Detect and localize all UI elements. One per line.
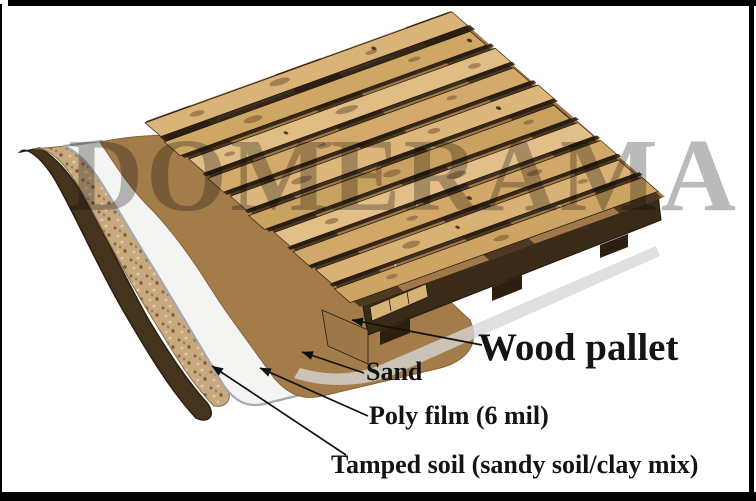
- slat-end-seams: [388, 291, 410, 312]
- pallet-side-faces: [321, 193, 662, 365]
- pallet-slat-end-faces: [369, 283, 429, 322]
- leader-lines: [211, 317, 483, 456]
- label-sand: Sand: [366, 357, 423, 386]
- frame-border-top: [8, 0, 756, 6]
- label-wood-pallet: Wood pallet: [478, 326, 679, 369]
- wood-grain-spots: [189, 49, 589, 279]
- pallet-deck: [144, 11, 665, 307]
- leader-line-wood-pallet: [351, 317, 483, 346]
- wood-knots: [283, 38, 502, 229]
- leader-line-tamped-soil: [211, 365, 347, 456]
- leader-line-sand: [301, 351, 365, 374]
- leader-line-poly-film: [259, 367, 369, 417]
- frame-border-bottom: [0, 492, 756, 501]
- gap-shadows: [159, 24, 643, 287]
- frame-border-right: [749, 2, 754, 494]
- pallet-feet: [380, 234, 628, 345]
- label-tamped-soil: Tamped soil (sandy soil/clay mix): [331, 450, 699, 479]
- label-poly-film: Poly film (6 mil): [369, 401, 549, 430]
- frame-border-left: [0, 4, 2, 494]
